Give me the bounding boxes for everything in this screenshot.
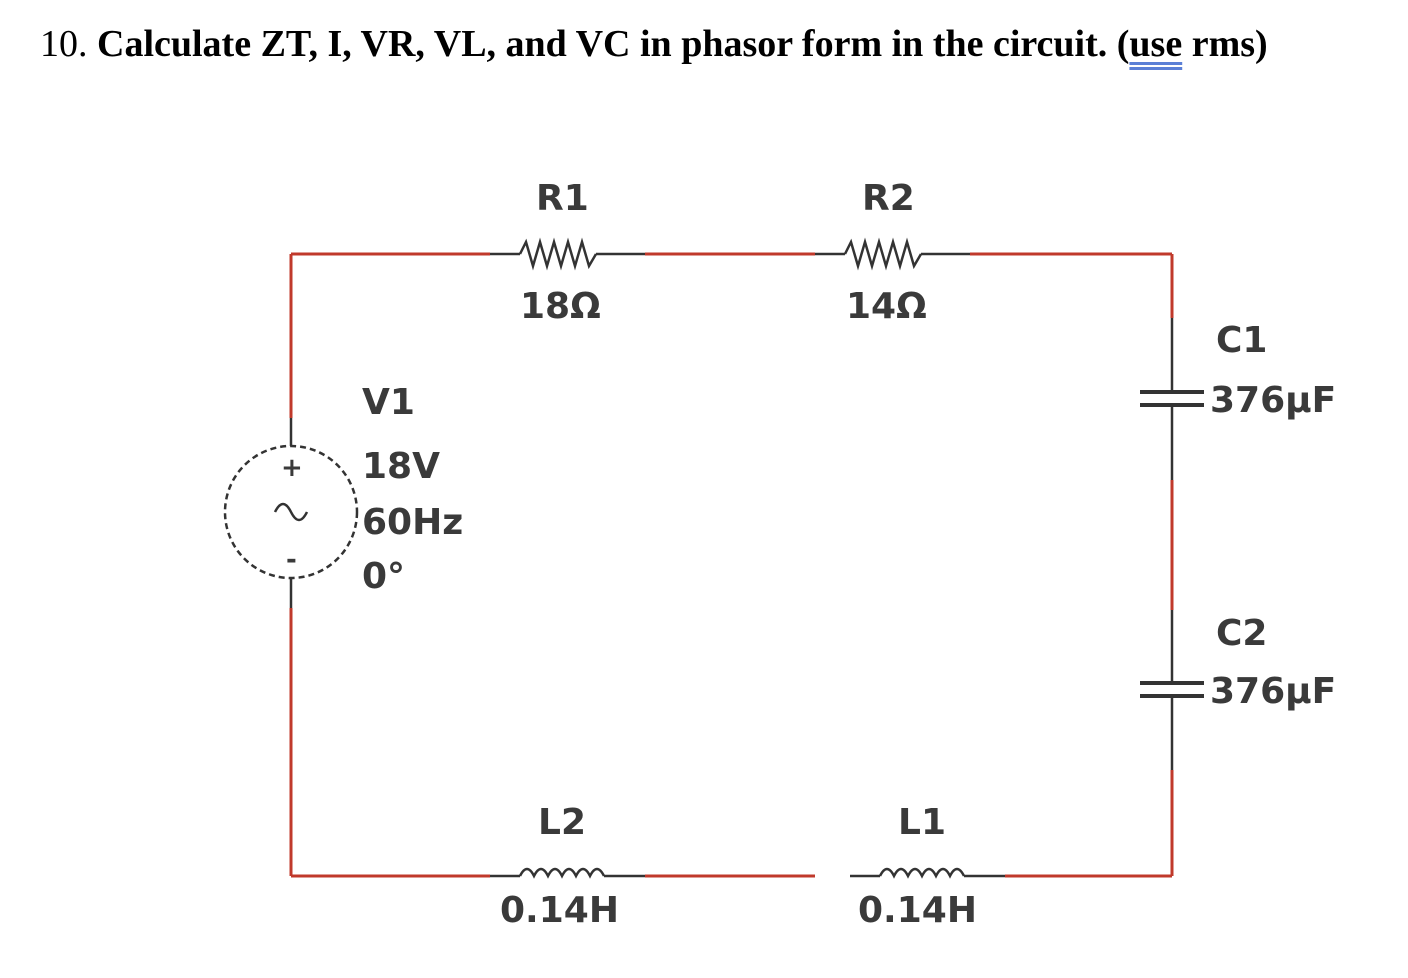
question-text: 10. Calculate ZT, I, VR, VL, and VC in p… <box>40 22 1268 66</box>
inductor-l2-symbol <box>490 867 645 879</box>
question-tail: rms) <box>1182 23 1268 65</box>
v1-frequency: 60Hz <box>362 502 463 543</box>
inductor-l1-symbol <box>850 867 1005 879</box>
r2-name: R2 <box>862 178 915 219</box>
l2-value: 0.14H <box>500 890 619 931</box>
resistor-r2-symbol <box>815 237 970 271</box>
v1-minus-sign: - <box>286 545 297 575</box>
c2-value: 376µF <box>1210 671 1336 712</box>
circuit-wires <box>289 252 1174 878</box>
l2-name: L2 <box>538 802 586 843</box>
l1-name: L1 <box>898 802 946 843</box>
r2-value: 14Ω <box>846 286 927 327</box>
question-paren-open: ( <box>1116 23 1130 65</box>
v1-phase: 0° <box>362 556 405 597</box>
question-main: Calculate ZT, I, VR, VL, and VC in phaso… <box>97 23 1108 65</box>
v1-voltage: 18V <box>362 446 440 487</box>
capacitor-c1-symbol <box>1140 318 1204 480</box>
r1-name: R1 <box>536 178 589 219</box>
c1-value: 376µF <box>1210 380 1336 421</box>
sine-wave-icon <box>273 502 309 522</box>
v1-name: V1 <box>362 382 415 423</box>
r1-value: 18Ω <box>520 286 601 327</box>
c1-name: C1 <box>1216 320 1267 361</box>
resistor-r1-symbol <box>490 237 645 271</box>
l1-value: 0.14H <box>858 890 977 931</box>
capacitor-c2-symbol <box>1140 610 1204 770</box>
question-number: 10. <box>40 23 88 65</box>
v1-plus-sign: + <box>281 453 303 483</box>
c2-name: C2 <box>1216 613 1267 654</box>
question-underlined-word: use <box>1129 23 1183 65</box>
voltage-source-v1-symbol <box>223 418 359 608</box>
